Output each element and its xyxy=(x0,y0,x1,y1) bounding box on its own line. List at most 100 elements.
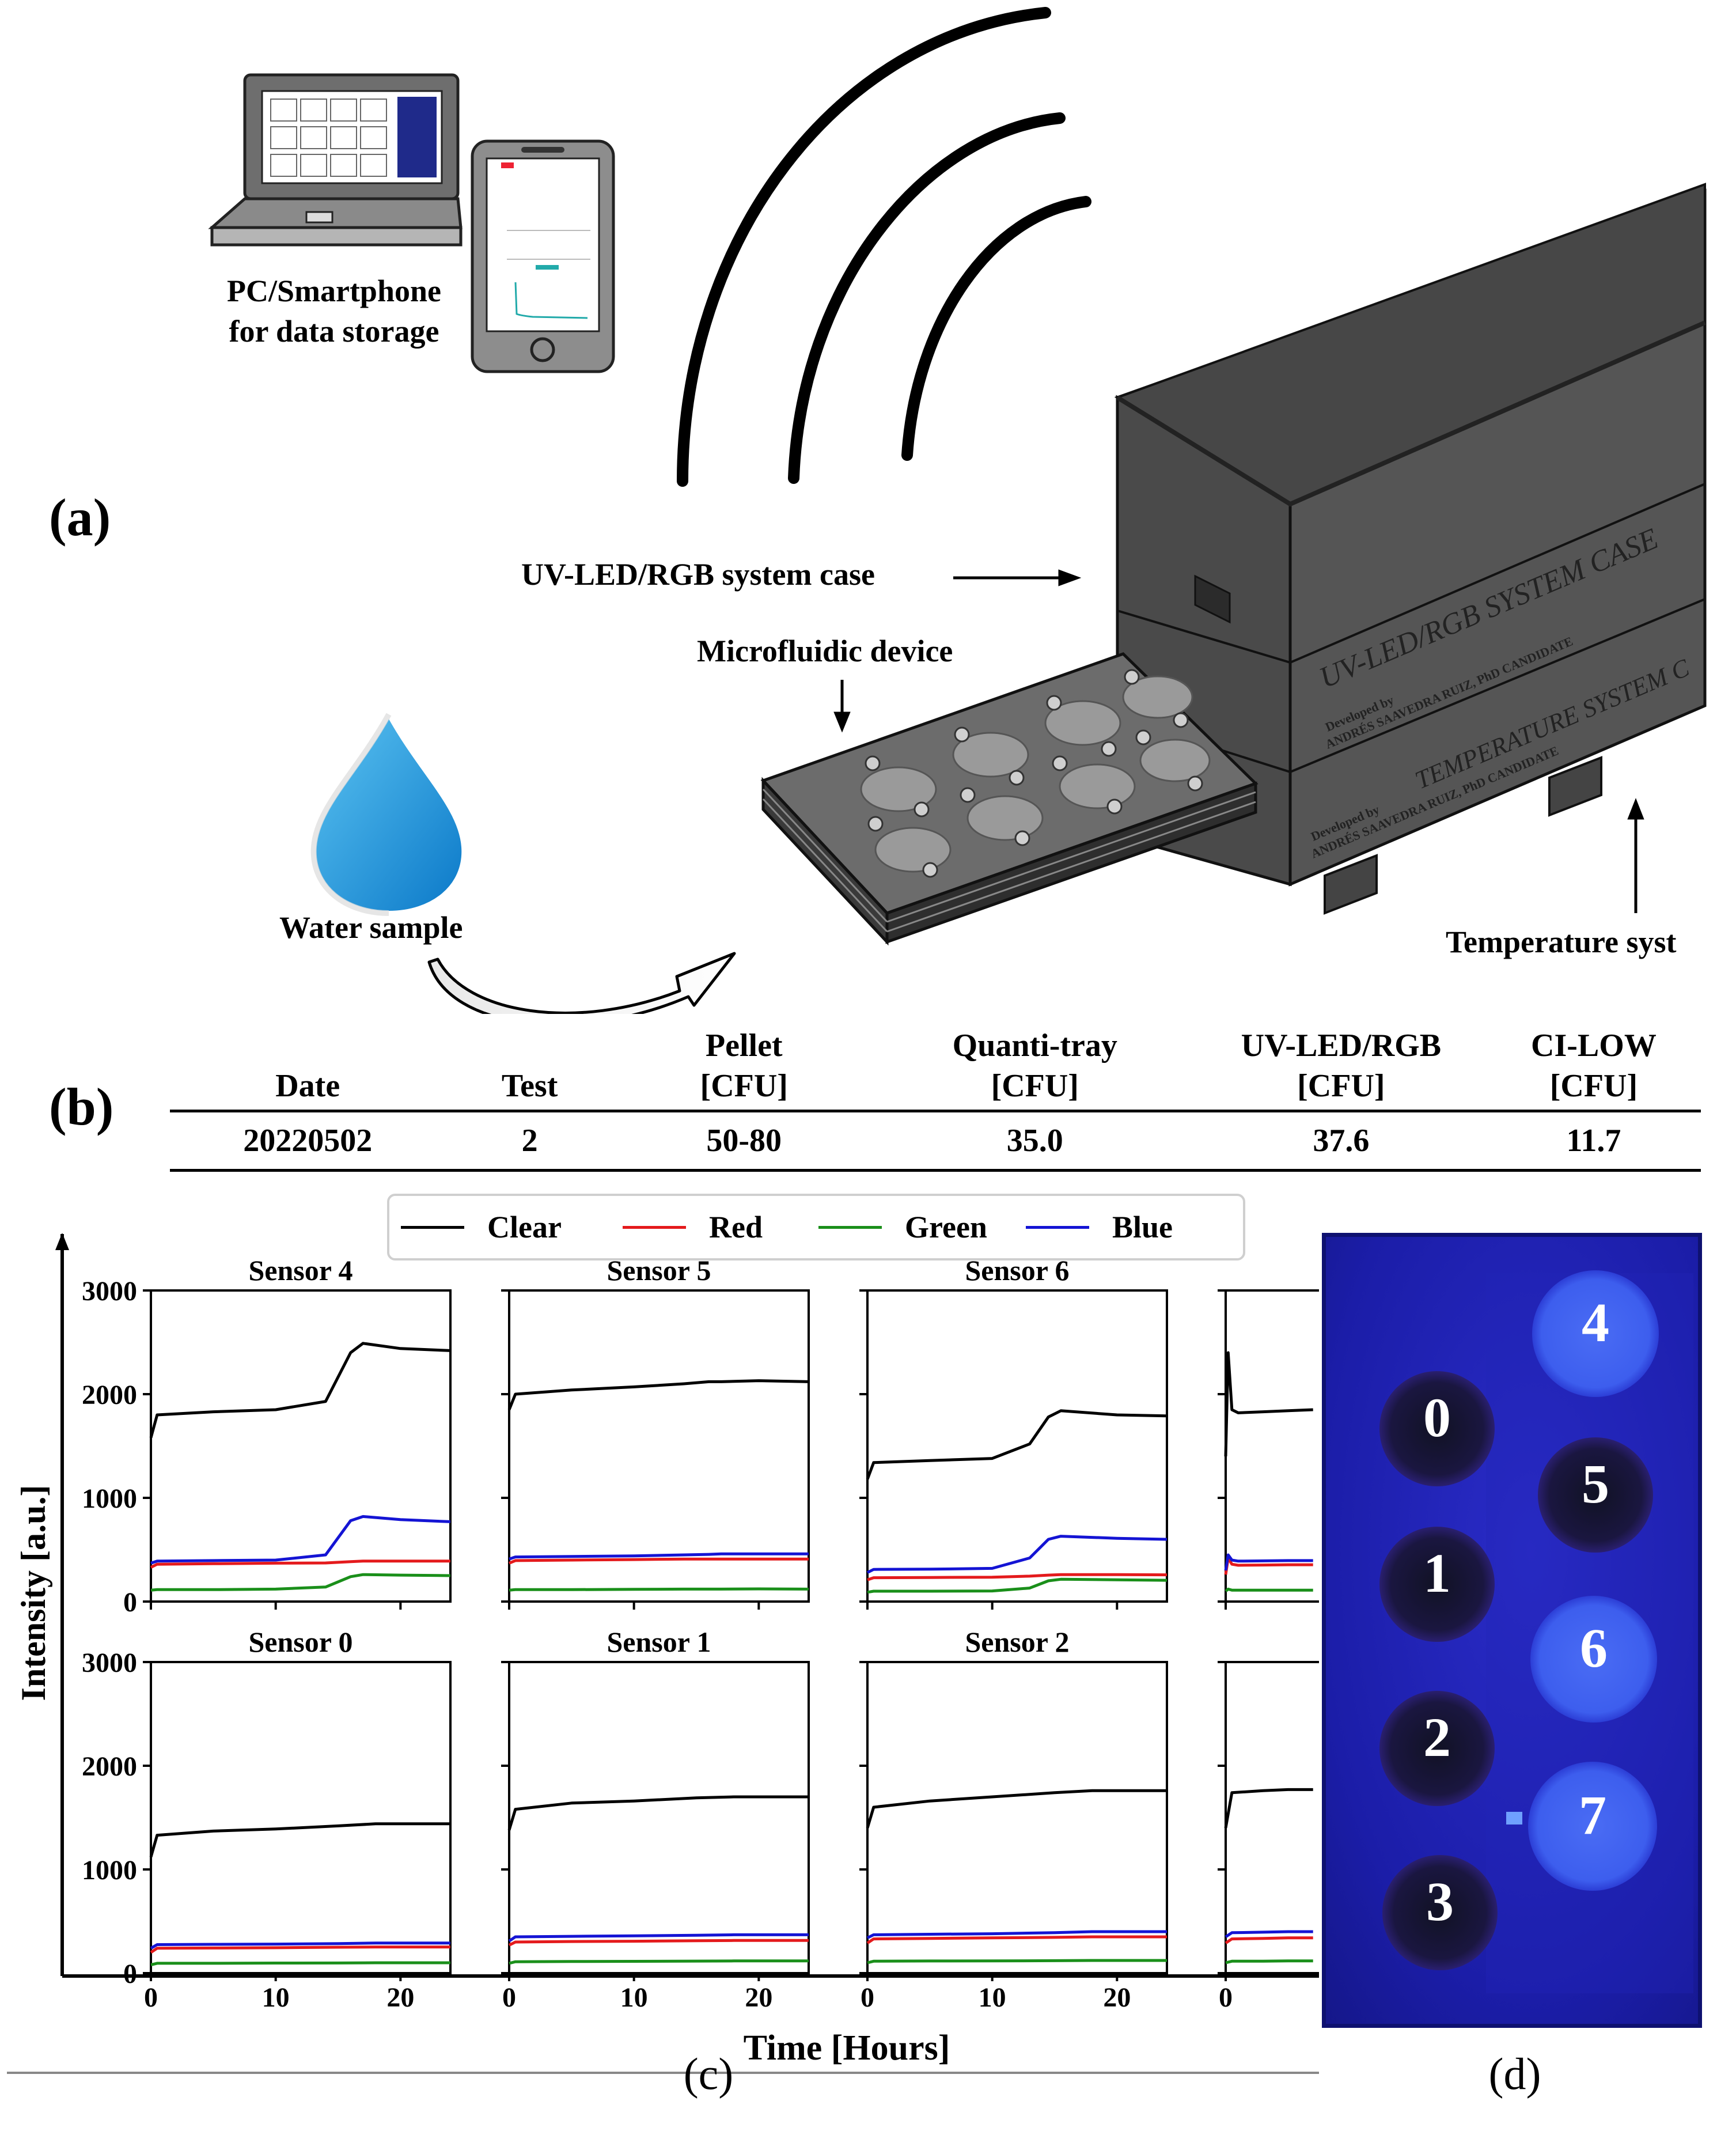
smartphone-icon xyxy=(471,139,615,373)
panel-a-label: (a) xyxy=(49,488,111,547)
cell-quanti-tray: 35.0 xyxy=(874,1111,1196,1172)
header-uv-led-rgb: UV-LED/RGB[CFU] xyxy=(1195,1025,1487,1112)
x-tick-label: 0 xyxy=(861,1982,874,2013)
series-line-clear xyxy=(507,1795,809,1831)
results-table: Date Test Pellet[CFU] Quanti-tray [CFU] U… xyxy=(170,1025,1701,1172)
header-ci-low-unit: [CFU] xyxy=(1549,1068,1638,1104)
well-label-3: 3 xyxy=(1426,1871,1454,1932)
series-line-green xyxy=(867,1577,1168,1594)
sensor-panel-frame xyxy=(508,1289,810,1603)
sensor-panel-frame xyxy=(1225,1661,1319,1974)
cell-ci-low: 11.7 xyxy=(1486,1111,1701,1172)
header-quanti-tray: Quanti-tray [CFU] xyxy=(874,1025,1196,1112)
series-line-red xyxy=(509,1557,809,1565)
series-line-red xyxy=(1225,1936,1313,1944)
header-pellet: Pellet[CFU] xyxy=(613,1025,874,1112)
header-test: Test xyxy=(445,1025,614,1112)
laptop-icon xyxy=(208,73,463,247)
well-5 xyxy=(1538,1437,1653,1553)
series-line-red xyxy=(867,1573,1168,1581)
series-line-clear xyxy=(149,1822,450,1858)
series-line-red xyxy=(150,1559,450,1569)
legend-swatch-clear xyxy=(401,1225,464,1229)
panel-c-label: (c) xyxy=(683,2049,734,2099)
well-2 xyxy=(1379,1691,1495,1806)
header-date: Date xyxy=(170,1025,446,1112)
legend-swatch-green xyxy=(818,1225,882,1229)
curved-arrow-icon xyxy=(427,952,736,1014)
header-uv-led-rgb-unit: [CFU] xyxy=(1297,1068,1385,1104)
panel-d-label: (d) xyxy=(1488,2049,1541,2099)
series-line-clear xyxy=(866,1789,1167,1829)
sensor-panel-title: Sensor 1 xyxy=(607,1626,711,1658)
series-line-clear xyxy=(1224,1788,1313,1829)
x-tick-label: 10 xyxy=(262,1982,290,2013)
y-tick-label: 0 xyxy=(123,1587,137,1618)
legend-item-clear: Clear xyxy=(401,1196,562,1258)
sensor-panel-frame xyxy=(150,1661,452,1974)
series-line-blue xyxy=(150,1941,450,1950)
header-ci-low: CI-LOW[CFU] xyxy=(1486,1025,1701,1112)
series-line-green xyxy=(867,1959,1167,1964)
y-tick-label: 1000 xyxy=(82,1483,137,1514)
x-tick-label: 0 xyxy=(502,1982,516,2013)
x-tick-label: 10 xyxy=(979,1982,1006,2013)
panel-a-illustration: UV-LED/RGB SYSTEM CASE Developed by ANDR… xyxy=(208,7,1707,1014)
sensor-panel-frame xyxy=(866,1289,1168,1603)
y-tick-label: 2000 xyxy=(82,1380,137,1410)
header-quanti-tray-unit: [CFU] xyxy=(991,1068,1079,1104)
x-tick-label: 0 xyxy=(1219,1982,1233,2013)
water-sample-label: Water sample xyxy=(279,910,463,945)
x-tick-label: 20 xyxy=(745,1982,772,2013)
well-label-5: 5 xyxy=(1582,1453,1609,1515)
y-tick-label: 0 xyxy=(123,1959,137,1989)
series-line-clear xyxy=(866,1409,1168,1480)
series-line-green xyxy=(1225,1587,1313,1592)
sensor-panel-frame xyxy=(866,1661,1168,1974)
well-label-2: 2 xyxy=(1423,1706,1451,1768)
sensor-panel-frame xyxy=(150,1289,452,1603)
table-row: 20220502 2 50-80 35.0 37.6 11.7 xyxy=(170,1111,1701,1172)
legend-label-green: Green xyxy=(905,1210,987,1244)
legend-item-green: Green xyxy=(818,1196,987,1258)
series-line-green xyxy=(1225,1959,1313,1964)
legend-item-blue: Blue xyxy=(1026,1196,1173,1258)
y-tick-label: 1000 xyxy=(82,1855,137,1886)
well-label-6: 6 xyxy=(1580,1617,1608,1679)
header-quanti-tray-text: Quanti-tray xyxy=(952,1028,1117,1063)
well-label-1: 1 xyxy=(1423,1542,1451,1604)
microfluidic-label: Microfluidic device xyxy=(697,634,953,668)
sensor-charts: Intensity [a.u.]Time [Hours]Sensor 43000… xyxy=(7,1233,1319,2074)
series-line-blue xyxy=(508,1933,809,1943)
series-line-green xyxy=(509,1959,809,1965)
series-line-green xyxy=(509,1587,809,1592)
series-line-blue xyxy=(1225,1930,1313,1939)
well-3 xyxy=(1382,1855,1498,1970)
legend-swatch-red xyxy=(623,1225,686,1229)
well-label-4: 4 xyxy=(1582,1292,1609,1353)
legend-label-clear: Clear xyxy=(487,1210,562,1244)
x-axis-title: Time [Hours] xyxy=(744,2028,950,2068)
well-6 xyxy=(1530,1596,1657,1723)
series-line-red xyxy=(508,1939,809,1947)
header-pellet-unit: [CFU] xyxy=(700,1068,788,1104)
table-header-row: Date Test Pellet[CFU] Quanti-tray [CFU] U… xyxy=(170,1025,1701,1112)
sensor-panel-frame xyxy=(508,1661,810,1974)
sensor-panel-title: Sensor 5 xyxy=(607,1254,711,1286)
microfluidic-device xyxy=(760,652,1259,946)
x-tick-label: 20 xyxy=(386,1982,414,2013)
legend-swatch-blue xyxy=(1026,1225,1089,1229)
series-line-red xyxy=(866,1935,1167,1944)
x-tick-label: 0 xyxy=(144,1982,158,2013)
legend-label-red: Red xyxy=(709,1210,763,1244)
series-line-green xyxy=(150,1573,451,1592)
temperature-system-label: Temperature syst xyxy=(1446,925,1677,959)
header-test-text: Test xyxy=(501,1068,558,1104)
cell-pellet: 50-80 xyxy=(613,1111,874,1172)
y-axis-title: Intensity [a.u.] xyxy=(14,1485,52,1701)
pc-caption-line-1: PC/Smartphone xyxy=(226,274,441,308)
pc-smartphone-caption: PC/Smartphone for data storage xyxy=(202,271,467,351)
cell-date: 20220502 xyxy=(170,1111,446,1172)
series-line-blue xyxy=(1224,1553,1313,1571)
sensor-panel-title: Sensor 4 xyxy=(248,1254,352,1286)
